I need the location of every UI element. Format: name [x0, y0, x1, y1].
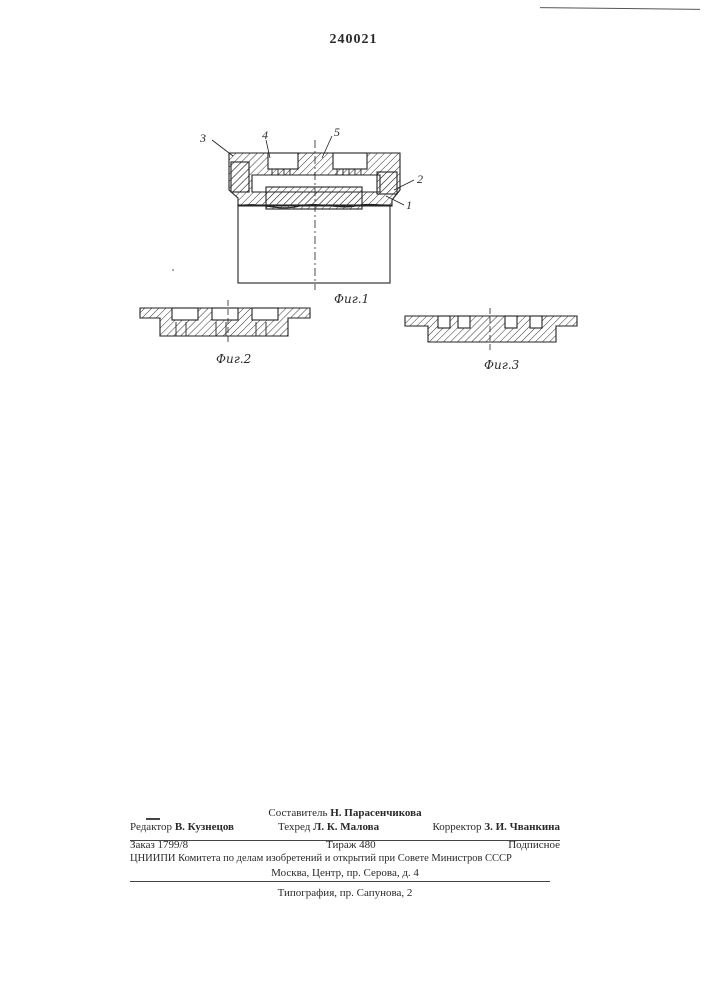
callout-5: 5: [334, 125, 340, 140]
printer: Типография, пр. Сапунова, 2: [130, 886, 560, 900]
stray-mark: [172, 269, 174, 271]
editor-name: В. Кузнецов: [175, 821, 234, 833]
corrector-label: Корректор: [432, 821, 481, 833]
techred-label: Техред: [278, 821, 310, 833]
figure-3-caption: Фиг.3: [484, 358, 519, 372]
institute: ЦНИИПИ Комитета по делам изобретений и о…: [130, 852, 560, 866]
imprint-rule-2: [130, 881, 550, 882]
compiler-name: Н. Парасенчикова: [330, 807, 421, 819]
figure-2-caption: Фиг.2: [216, 352, 251, 366]
corrector-name: З. И. Чванкина: [484, 821, 560, 833]
figure-3-drawing: [405, 308, 577, 350]
techred: Техред Л. К. Малова: [278, 820, 379, 834]
callout-2: 2: [417, 172, 423, 187]
compiler-row: Составитель Н. Парасенчикова: [130, 806, 560, 820]
editor: Редактор В. Кузнецов: [130, 820, 234, 834]
imprint-rule-1: [130, 840, 560, 841]
compiler-label: Составитель: [268, 807, 327, 819]
figure-1-caption: Фиг.1: [334, 292, 369, 306]
figure-2-drawing: [140, 300, 310, 342]
figure-1-drawing: [212, 136, 414, 290]
staff-row: Редактор В. Кузнецов Техред Л. К. Малова…: [130, 820, 560, 834]
callout-4: 4: [262, 128, 268, 143]
techred-name: Л. К. Малова: [313, 821, 379, 833]
editor-mark: [146, 818, 160, 820]
editor-label: Редактор: [130, 821, 172, 833]
imprint-block: Составитель Н. Парасенчикова Редактор В.…: [130, 806, 560, 900]
callout-1: 1: [406, 198, 412, 213]
callout-3: 3: [200, 131, 206, 146]
corrector: Корректор З. И. Чванкина: [432, 820, 560, 834]
address: Москва, Центр, пр. Серова, д. 4: [130, 866, 560, 880]
